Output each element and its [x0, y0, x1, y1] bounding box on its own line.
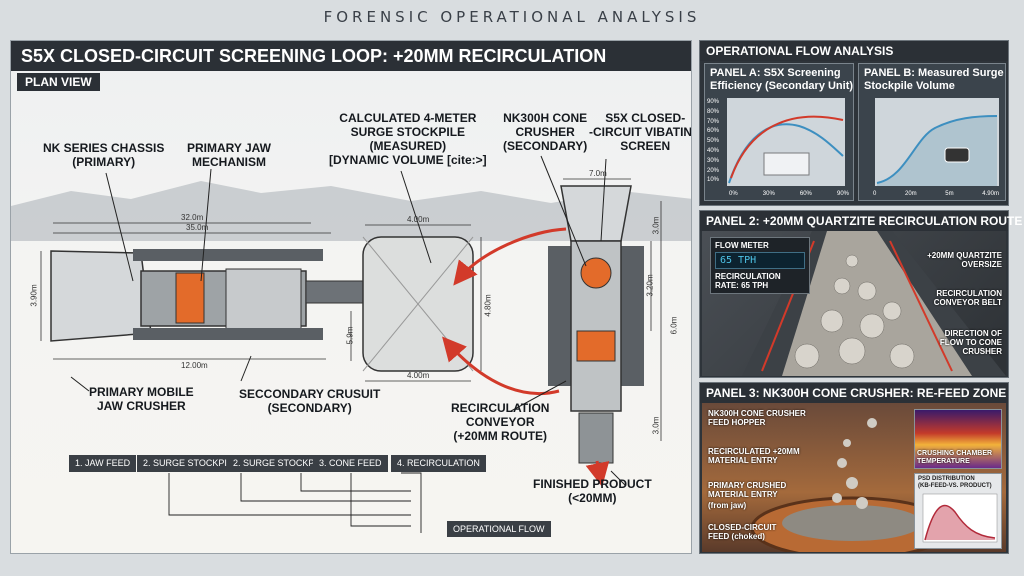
dim-35m: 35.0m — [186, 223, 209, 232]
recirc-arrow-top — [453, 227, 567, 286]
flow-analysis-header: OPERATIONAL FLOW ANALYSIS — [700, 41, 1008, 61]
flow-step-jaw-feed: 1. JAW FEED — [69, 455, 137, 472]
cone-screen-plant-drawing — [548, 185, 644, 464]
main-title: S5X CLOSED-CIRCUIT SCREENING LOOP: +20MM… — [11, 41, 691, 71]
operational-flow-diagram: 1. JAW FEED 2. SURGE STOCKPILE 2. SURGE … — [69, 455, 489, 545]
flow-step-cone-feed: 3. CONE FEED — [313, 455, 388, 472]
plan-view-panel: S5X CLOSED-CIRCUIT SCREENING LOOP: +20MM… — [10, 40, 692, 554]
label-nk-chassis: NK SERIES CHASSIS (PRIMARY) — [43, 141, 165, 169]
label-secondary: SECCONDARY CRUSUIT (SECONDARY) — [239, 387, 381, 415]
dimension-lines — [40, 178, 662, 441]
panel-a-xticks: 0%30%60%90% — [729, 191, 849, 197]
tag-closed-circuit-feed: CLOSED-CIRCUIT FEED (choked) — [708, 523, 777, 541]
dim-32m-b: 3.20m — [645, 274, 655, 297]
label-primary-mobile: PRIMARY MOBILE JAW CRUSHER — [89, 385, 194, 413]
flow-step-recirculation: 4. RECIRCULATION — [391, 455, 486, 472]
flow-connectors — [168, 472, 422, 533]
dim-4m-top: 4.00m — [407, 215, 430, 224]
primary-jaw-crusher-drawing — [50, 249, 407, 342]
dim-3m-a: 3.0m — [651, 216, 661, 235]
cone-photo: NK300H CONE CRUSHER FEED HOPPER RECIRCUL… — [702, 403, 1006, 552]
panel-b: PANEL B: Measured Surge Stockpile Volume… — [858, 63, 1006, 201]
dim-7m: 7.0m — [589, 169, 607, 178]
operational-flow-label: OPERATIONAL FLOW — [447, 521, 551, 537]
thermal-image: CRUSHING CHAMBER TEMPERATURE — [914, 409, 1002, 469]
dim-32m: 32.0m — [181, 213, 204, 222]
dim-12m: 12.00m — [181, 361, 208, 370]
panel-3: PANEL 3: NK300H CONE CRUSHER: RE-FEED ZO… — [699, 382, 1009, 554]
psd-chart: PSD DISTRIBUTION (KB-FEED-VS. PRODUCT) — [914, 473, 1002, 549]
panel-a-chart — [727, 98, 845, 186]
dim-4m-bottom: 4.00m — [407, 371, 430, 380]
flow-meter: FLOW METER 65 TPH RECIRCULATION RATE: 65… — [710, 237, 810, 294]
super-title: FORENSIC OPERATIONAL ANALYSIS — [323, 8, 701, 26]
tag-recirculated-entry: RECIRCULATED +20MM MATERIAL ENTRY — [708, 447, 800, 465]
recirc-arrow-bottom — [442, 336, 560, 396]
leader-lines — [70, 155, 627, 487]
analysis-column: OPERATIONAL FLOW ANALYSIS PANEL A: S5X S… — [699, 40, 1022, 554]
panel-a-yticks: 90%80%70% 60%50%40% 30%20%10% — [707, 99, 720, 184]
label-vibrating-screen: S5X CLOSED- -CIRCUIT VIBATING SCREEN — [589, 111, 692, 153]
conveyor-photo: FLOW METER 65 TPH RECIRCULATION RATE: 65… — [702, 231, 1006, 376]
dim-39m: 3.90m — [29, 284, 39, 307]
panel-2-header: PANEL 2: +20MM QUARTZITE RECIRCULATION R… — [700, 211, 1022, 231]
panel-3-header: PANEL 3: NK300H CONE CRUSHER: RE-FEED ZO… — [700, 383, 1008, 403]
panel-a-title: PANEL A: S5X Screening Efficiency (Secon… — [710, 67, 854, 92]
tag-recirc-belt: RECIRCULATION CONVEYOR BELT — [933, 289, 1002, 307]
flow-analysis-section: OPERATIONAL FLOW ANALYSIS PANEL A: S5X S… — [699, 40, 1009, 206]
dim-6m: 6.0m — [669, 316, 679, 335]
panel-b-title: PANEL B: Measured Surge Stockpile Volume — [864, 67, 1004, 92]
flow-meter-value: 65 TPH — [715, 252, 805, 269]
tag-from-jaw: (from jaw) — [708, 501, 747, 510]
psd-curve — [922, 493, 998, 543]
tag-quartzite-oversize: +20MM QUARTZITE OVERSIZE — [927, 251, 1002, 269]
plan-drawing — [11, 155, 691, 533]
panel-2: PANEL 2: +20MM QUARTZITE RECIRCULATION R… — [699, 210, 1022, 378]
tag-primary-entry: PRIMARY CRUSHED MATERIAL ENTRY — [708, 481, 787, 499]
tag-flow-direction: DIRECTION OF FLOW TO CONE CRUSHER — [939, 329, 1002, 356]
label-surge-stockpile: CALCULATED 4-METER SURGE STOCKPILE (MEAS… — [329, 111, 487, 167]
mountain-silhouette — [11, 181, 691, 241]
recirculation-rate: RECIRCULATION RATE: 65 TPH — [715, 272, 781, 290]
label-recirc-conveyor: RECIRCULATION CONVEYOR (+20MM ROUTE) — [451, 401, 550, 443]
tag-feed-hopper: NK300H CONE CRUSHER FEED HOPPER — [708, 409, 806, 427]
panel-b-chart — [875, 98, 999, 186]
dim-48m: 4.80m — [483, 294, 493, 317]
product-arrow — [585, 460, 610, 487]
plan-view-label: PLAN VIEW — [17, 73, 100, 91]
panel-a: PANEL A: S5X Screening Efficiency (Secon… — [704, 63, 854, 201]
label-cone-crusher: NK300H CONE CRUSHER (SECONDARY) — [503, 111, 588, 153]
flow-meter-title: FLOW METER — [715, 241, 769, 250]
cone-illustration — [750, 418, 954, 552]
thermal-label: CRUSHING CHAMBER TEMPERATURE — [917, 450, 993, 465]
flow-step-surge-1: 2. SURGE STOCKPILE — [137, 455, 244, 472]
label-primary-jaw: PRIMARY JAW MECHANISM — [187, 141, 272, 169]
dim-3m-b: 3.0m — [651, 416, 661, 435]
label-finished-product: FINISHED PRODUCT (<20MM) — [533, 477, 652, 505]
flow-step-surge-2: 2. SURGE STOCKPILE — [227, 455, 334, 472]
psd-label: PSD DISTRIBUTION (KB-FEED-VS. PRODUCT) — [918, 476, 992, 489]
dim-59m: 5.9m — [345, 326, 355, 345]
